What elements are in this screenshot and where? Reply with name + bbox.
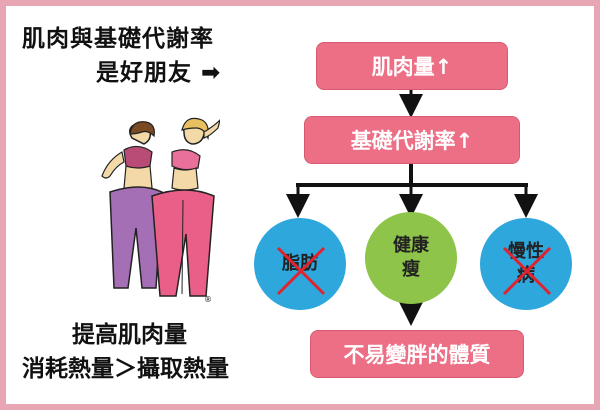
node-fat-label: 脂肪 xyxy=(282,253,318,274)
bottom-text-line2: 消耗熱量＞攝取熱量 xyxy=(22,356,229,382)
headline: 肌肉與基礎代謝率 是好朋友 ➡ xyxy=(22,22,272,90)
bottom-text: 提高肌肉量 消耗熱量＞攝取熱量 xyxy=(22,318,312,386)
node-result: 不易變胖的體質 xyxy=(310,330,524,378)
cross-out-icon xyxy=(276,246,326,296)
node-health: 健康 瘦 xyxy=(365,212,457,304)
node-chronic: 慢性 病 xyxy=(480,218,572,310)
headline-line1: 肌肉與基礎代謝率 xyxy=(22,26,214,52)
bottom-text-line1: 提高肌肉量 xyxy=(72,322,187,348)
node-health-label-2: 瘦 xyxy=(402,259,420,280)
cross-out-icon xyxy=(502,246,552,296)
node-chronic-label-1: 慢性 xyxy=(508,241,544,262)
node-chronic-label-2: 病 xyxy=(517,265,535,286)
node-bmr: 基礎代謝率↑ xyxy=(304,116,520,164)
node-muscle: 肌肉量↑ xyxy=(316,42,508,90)
node-health-label-1: 健康 xyxy=(393,235,429,256)
registered-mark: ® xyxy=(204,295,212,304)
node-fat: 脂肪 xyxy=(254,218,346,310)
node-result-label: 不易變胖的體質 xyxy=(343,343,491,367)
node-muscle-label: 肌肉量↑ xyxy=(371,55,453,79)
node-bmr-label: 基礎代謝率↑ xyxy=(350,129,474,153)
headline-line2: 是好朋友 ➡ xyxy=(96,60,222,86)
weight-loss-cartoon-illustration: ® xyxy=(101,117,220,304)
